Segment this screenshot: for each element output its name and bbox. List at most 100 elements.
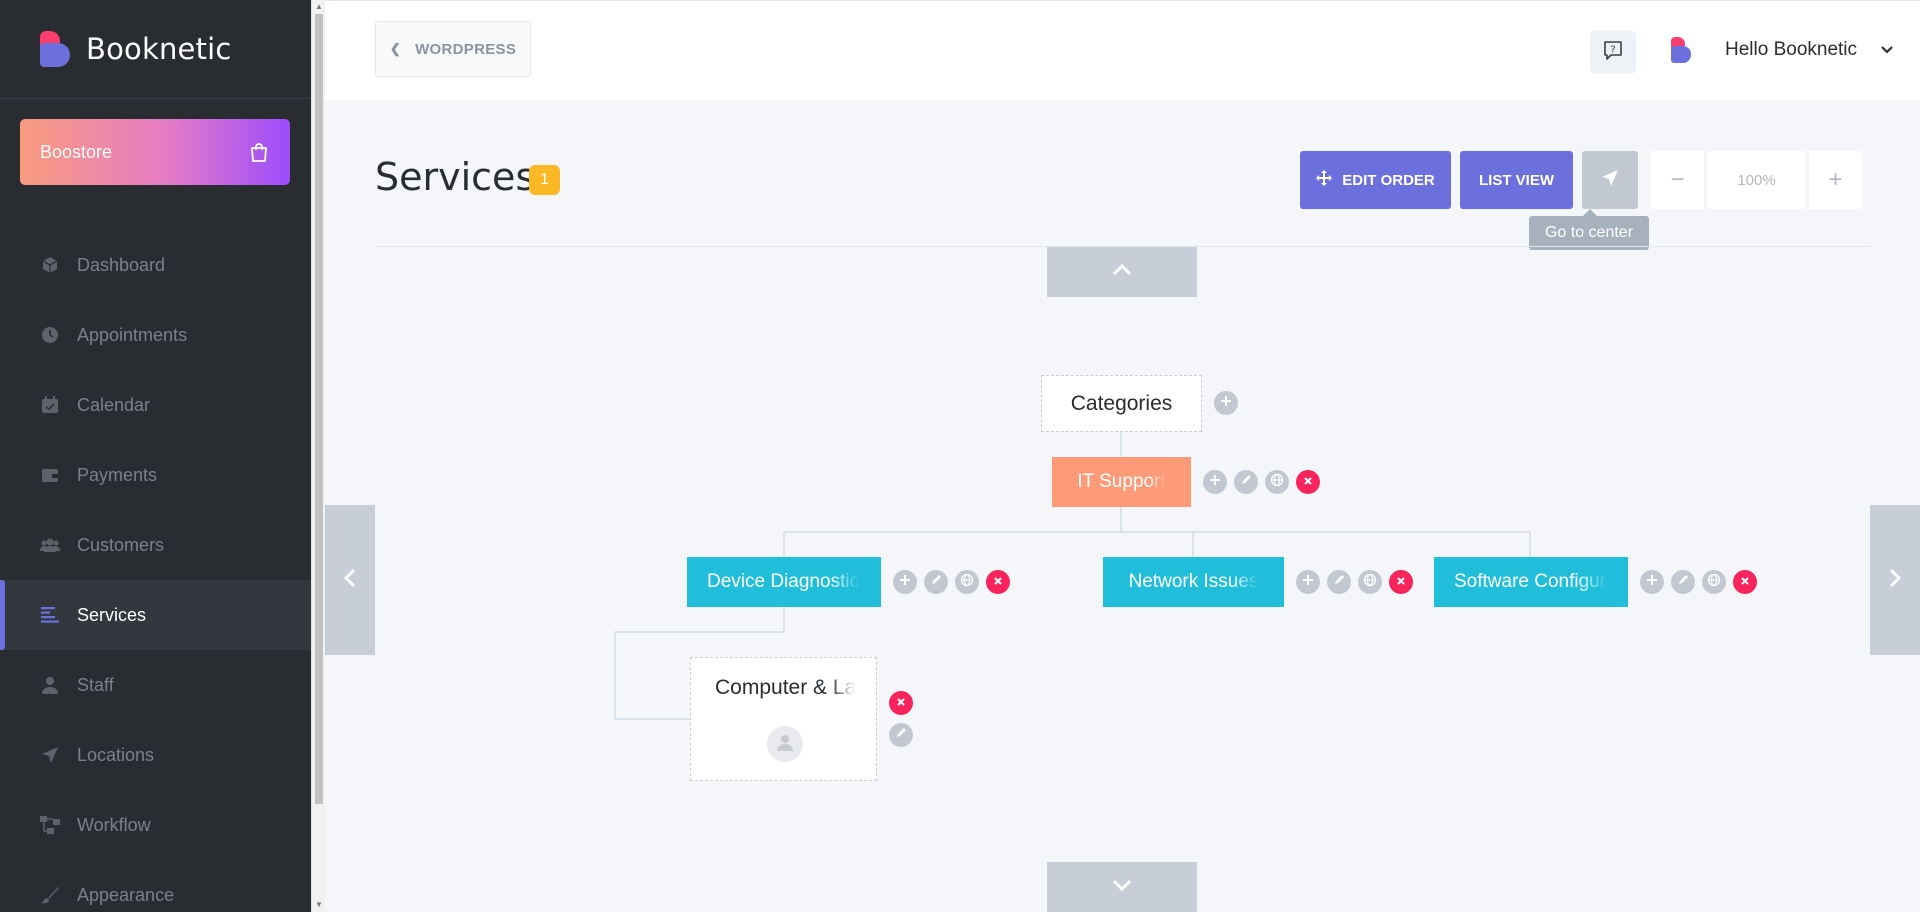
pencil-icon (1333, 573, 1345, 591)
translate-category-button[interactable] (1265, 470, 1289, 494)
sidebar-item-dashboard[interactable]: Dashboard (0, 230, 311, 300)
scroll-up-arrow-icon[interactable]: ▲ (315, 2, 323, 11)
sidebar-item-label: Appointments (77, 324, 188, 345)
sidebar-item-calendar[interactable]: Calendar (0, 370, 311, 440)
scrollbar-thumb[interactable] (315, 14, 323, 804)
categories-root-node[interactable]: Categories (1041, 375, 1202, 432)
plus-icon (1220, 394, 1232, 412)
edit-service-button[interactable] (889, 723, 913, 747)
close-icon (1740, 573, 1750, 591)
sidebar-item-appearance[interactable]: Appearance (0, 860, 311, 912)
sidebar-scrollbar[interactable]: ▲ ▼ (311, 0, 325, 912)
services-count-badge: 1 (529, 165, 560, 195)
sidebar-item-services[interactable]: Services (0, 580, 311, 650)
user-icon (776, 733, 794, 756)
subcategory-actions (1296, 570, 1413, 594)
pan-left-button[interactable] (325, 505, 375, 655)
translate-button[interactable] (955, 570, 979, 594)
calendar-icon (40, 395, 60, 415)
shopping-bag-icon (248, 141, 270, 163)
add-button[interactable] (1640, 570, 1664, 594)
delete-button[interactable] (1733, 570, 1757, 594)
plus-icon: + (1828, 166, 1843, 193)
help-button[interactable]: ? (1590, 30, 1636, 74)
zoom-out-button[interactable]: − (1651, 151, 1704, 209)
move-arrows-icon (1316, 169, 1333, 191)
edit-order-label: EDIT ORDER (1342, 171, 1435, 189)
edit-order-button[interactable]: EDIT ORDER (1300, 151, 1451, 209)
sidebar-item-label: Appearance (77, 884, 175, 905)
service-card[interactable]: Computer & Laptop Repair (690, 657, 877, 781)
edit-category-button[interactable] (1234, 470, 1258, 494)
help-question-icon: ? (1602, 39, 1624, 66)
sidebar-item-customers[interactable]: Customers (0, 510, 311, 580)
pan-right-button[interactable] (1870, 505, 1920, 655)
sidebar-item-label: Calendar (77, 394, 151, 415)
sidebar-item-label: Workflow (77, 814, 151, 835)
sidebar-item-locations[interactable]: Locations (0, 720, 311, 790)
root-actions (1214, 391, 1238, 415)
user-greeting[interactable]: Hello Booknetic (1725, 39, 1858, 60)
sidebar-item-label: Locations (77, 744, 155, 765)
back-to-wordpress-label: WORDPRESS (415, 40, 517, 58)
sidebar-item-staff[interactable]: Staff (0, 650, 311, 720)
subcategory-node[interactable]: Device Diagnostics (687, 557, 881, 607)
plus-icon (1209, 473, 1221, 491)
delete-button[interactable] (1389, 570, 1413, 594)
category-node[interactable]: IT Support (1052, 457, 1191, 507)
pencil-icon (930, 573, 942, 591)
subcategory-actions (1640, 570, 1757, 594)
boostore-button[interactable]: Boostore (20, 119, 290, 185)
subcategory-node[interactable]: Software Configuration (1434, 557, 1628, 607)
sidebar: Booknetic Boostore Dashboard Appointment… (0, 0, 311, 912)
close-icon (1396, 573, 1406, 591)
plus-icon (1302, 573, 1314, 591)
list-view-button[interactable]: LIST VIEW (1460, 151, 1573, 209)
chevron-down-icon[interactable] (1881, 42, 1893, 58)
pan-down-button[interactable] (1047, 862, 1197, 912)
delete-service-button[interactable] (889, 691, 913, 715)
svg-text:?: ? (1610, 44, 1615, 55)
plus-icon (899, 573, 911, 591)
add-category-button[interactable] (1214, 391, 1238, 415)
translate-button[interactable] (1702, 570, 1726, 594)
chevron-up-icon (1112, 263, 1132, 281)
service-name: Computer & Laptop Repair (715, 676, 855, 699)
location-arrow-icon (1601, 169, 1619, 192)
zoom-in-button[interactable]: + (1809, 151, 1862, 209)
sidebar-item-workflow[interactable]: Workflow (0, 790, 311, 860)
sidebar-item-appointments[interactable]: Appointments (0, 300, 311, 370)
edit-button[interactable] (1671, 570, 1695, 594)
brand-name: Booknetic (86, 32, 232, 66)
subcategory-node[interactable]: Network Issues (1103, 557, 1284, 607)
close-icon (1303, 473, 1313, 491)
delete-button[interactable] (986, 570, 1010, 594)
globe-icon (1270, 473, 1284, 492)
add-subcategory-button[interactable] (1203, 470, 1227, 494)
edit-button[interactable] (924, 570, 948, 594)
go-to-center-button[interactable] (1582, 151, 1638, 209)
category-node-label: IT Support (1077, 471, 1166, 492)
back-to-wordpress-button[interactable]: ❮ WORDPRESS (375, 21, 531, 77)
add-button[interactable] (1296, 570, 1320, 594)
zoom-control: − 100% + (1651, 151, 1862, 209)
pan-up-button[interactable] (1047, 247, 1197, 297)
brush-icon (40, 885, 60, 905)
delete-category-button[interactable] (1296, 470, 1320, 494)
translate-button[interactable] (1358, 570, 1382, 594)
workflow-icon (40, 815, 60, 835)
subcategory-node-label: Software Configuration (1454, 571, 1608, 592)
sidebar-item-label: Payments (77, 464, 158, 485)
minus-icon: − (1670, 166, 1685, 193)
list-icon (40, 605, 60, 625)
page-title: Services (375, 155, 536, 199)
user-avatar[interactable] (1671, 37, 1693, 65)
boostore-label: Boostore (40, 141, 113, 162)
scroll-down-arrow-icon[interactable]: ▼ (315, 900, 323, 909)
add-button[interactable] (893, 570, 917, 594)
edit-button[interactable] (1327, 570, 1351, 594)
subcategory-actions (893, 570, 1010, 594)
sidebar-item-payments[interactable]: Payments (0, 440, 311, 510)
sidebar-item-label: Staff (77, 674, 114, 695)
brand[interactable]: Booknetic (0, 0, 311, 99)
